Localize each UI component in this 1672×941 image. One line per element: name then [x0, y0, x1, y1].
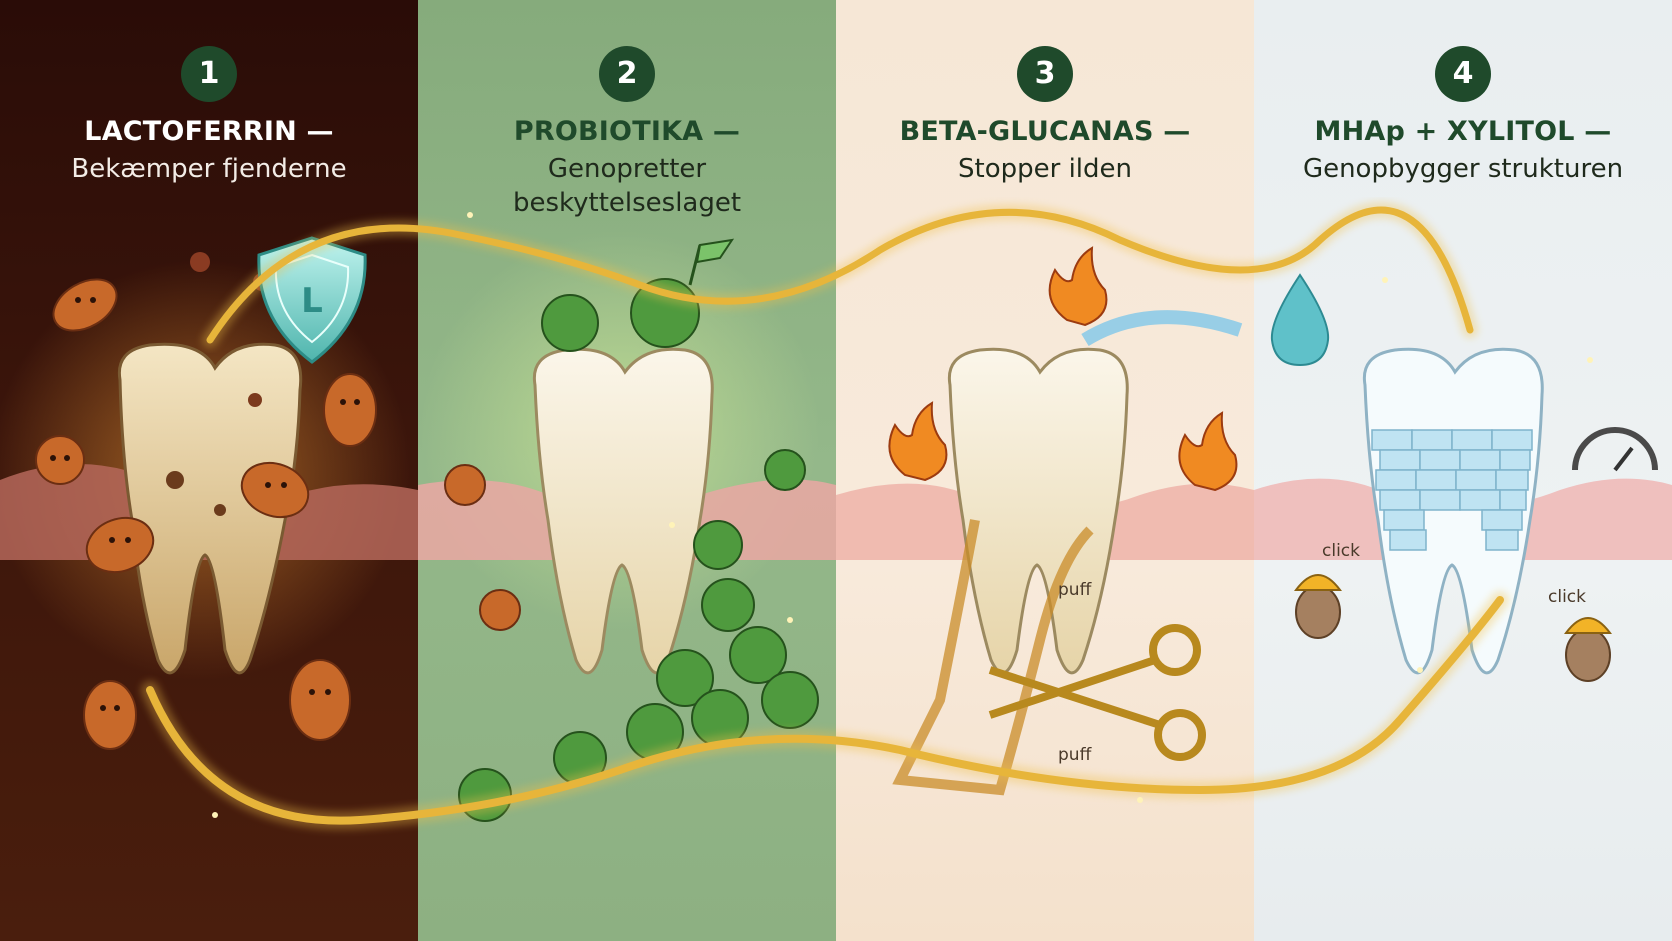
water-drop-icon — [1270, 273, 1330, 367]
bacterium — [289, 659, 351, 741]
angry-eyes — [50, 297, 360, 711]
decay-spot — [214, 504, 226, 516]
step-number-1: 1 — [181, 46, 237, 102]
sparkle-group — [212, 212, 1593, 818]
step-subtitle-4: Genopbygger strukturen — [1302, 154, 1624, 184]
bacterium — [85, 516, 155, 574]
bacterium — [52, 278, 118, 332]
tooth-decayed — [117, 342, 303, 675]
beta-glucanas-scene: puff puff — [836, 246, 1254, 796]
probiotika-scene — [418, 230, 836, 822]
scissors-icon — [988, 624, 1206, 761]
shield-letter: L — [301, 281, 323, 321]
probiotic — [764, 449, 806, 491]
sound-click-right: click — [1548, 587, 1586, 607]
sound-puff-bottom: puff — [1058, 745, 1093, 765]
pathogen-group — [444, 464, 521, 631]
probiotic-group — [458, 278, 819, 822]
worker-group — [1294, 574, 1612, 682]
probiotic — [656, 649, 714, 707]
sound-puff-top: puff — [1058, 580, 1093, 600]
probiotic — [729, 626, 787, 684]
step-subtitle-3: Stopper ilden — [958, 154, 1132, 184]
flag-icon — [688, 238, 735, 286]
flame-icon — [888, 246, 1238, 492]
bacterium — [323, 373, 377, 447]
lactoferrin-scene: L — [0, 236, 418, 750]
step-subtitle-2: Genopretter beskyttelseslaget — [512, 154, 742, 218]
probiotic — [693, 520, 743, 570]
biofilm-strand — [892, 519, 1094, 796]
step-title-4: MHAp + XYLITOL — — [1314, 116, 1612, 147]
hard-hat-icon — [1564, 617, 1612, 634]
golden-ribbon — [141, 202, 1509, 830]
hard-hat-icon — [1294, 574, 1342, 591]
probiotic — [701, 578, 755, 632]
debris — [190, 252, 210, 272]
tooth-biofilm — [947, 347, 1129, 675]
step-number-2: 2 — [599, 46, 655, 102]
bacterium — [35, 435, 85, 485]
step-title-1: LACTOFERRIN — — [84, 116, 334, 147]
probiotic — [541, 294, 599, 352]
mhap-xylitol-scene: click click — [1254, 273, 1672, 682]
step-number-3: 3 — [1017, 46, 1073, 102]
step-title-2: PROBIOTIKA — — [513, 116, 741, 147]
bacterium — [240, 461, 310, 519]
bacteria-group — [35, 278, 377, 750]
decay-spot — [166, 471, 184, 489]
worker — [1565, 628, 1611, 682]
step-subtitle-1: Bekæmper fjenderne — [71, 154, 347, 184]
probiotic — [761, 671, 819, 729]
water-wave — [1081, 310, 1243, 347]
brick-wall — [1371, 429, 1533, 551]
step-title-3: BETA-GLUCANAS — — [899, 116, 1191, 147]
sound-click-left: click — [1322, 541, 1360, 561]
step-number-4: 4 — [1435, 46, 1491, 102]
worker — [1295, 585, 1341, 639]
pathogen — [479, 589, 521, 631]
pathogen — [444, 464, 486, 506]
gauge-icon — [1572, 427, 1658, 472]
bacterium — [83, 680, 137, 750]
decay-spot — [248, 393, 262, 407]
